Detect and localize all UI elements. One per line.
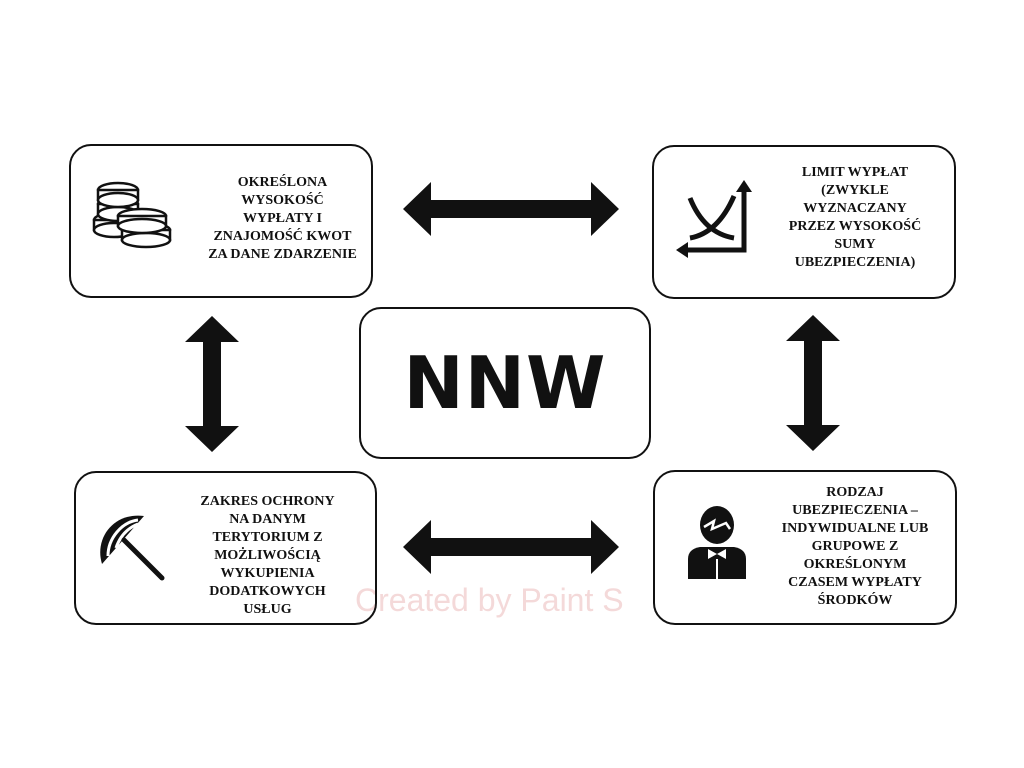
text-line: TERYTORIUM Z <box>212 530 323 545</box>
text-line: (ZWYKLE <box>821 183 889 198</box>
text-line: WYZNACZANY <box>803 201 907 216</box>
text-line: OKREŚLONA <box>237 175 328 190</box>
double-arrow-horizontal-bottom <box>403 520 619 574</box>
text-line: ZA DANE ZDARZENIE <box>208 247 357 262</box>
umbrella-icon <box>100 515 165 581</box>
double-arrow-vertical-left <box>185 316 239 452</box>
person-icon <box>688 506 746 579</box>
text-line: DODATKOWYCH <box>209 584 326 599</box>
box-fixed-payout <box>69 144 373 298</box>
watermark: Created by Paint S <box>355 582 624 618</box>
text-line: WYSOKOŚĆ <box>241 193 324 208</box>
box-payout-limit <box>652 145 956 299</box>
box-text: OKREŚLONA WYSOKOŚĆ WYPŁATY I ZNAJOMOŚĆ K… <box>180 174 385 264</box>
text-line: GRUPOWE Z <box>811 539 899 554</box>
text-line: PRZEZ WYSOKOŚĆ <box>788 219 922 234</box>
center-title: NNW <box>403 341 607 425</box>
text-line: INDYWIDUALNE LUB <box>781 521 929 536</box>
coins-icon <box>92 181 172 249</box>
text-line: UBEZPIECZENIA) <box>794 255 916 270</box>
text-line: ŚRODKÓW <box>817 593 893 608</box>
text-line: SUMY <box>834 237 876 252</box>
box-coverage-scope <box>74 471 377 625</box>
text-line: ZNAJOMOŚĆ KWOT <box>213 229 352 244</box>
box-insurance-type <box>653 470 957 625</box>
text-line: OKREŚLONYM <box>803 557 907 572</box>
text-line: WYPŁATY I <box>243 211 322 226</box>
text-line: CZASEM WYPŁATY <box>788 575 922 590</box>
center-box: NNW <box>359 307 651 459</box>
box-text: ZAKRES OCHRONY NA DANYM TERYTORIUM Z MOŻ… <box>180 493 355 619</box>
text-line: ZAKRES OCHRONY <box>200 494 335 509</box>
chart-curves-icon <box>676 180 752 258</box>
text-line: USŁUG <box>243 602 292 617</box>
text-line: UBEZPIECZENIA – <box>792 503 918 518</box>
text-line: WYKUPIENIA <box>220 566 315 581</box>
double-arrow-horizontal-top <box>403 182 619 236</box>
text-line: NA DANYM <box>229 512 306 527</box>
text-line: MOŻLIWOŚCIĄ <box>214 548 321 563</box>
double-arrow-vertical-right <box>786 315 840 451</box>
box-text: LIMIT WYPŁAT (ZWYKLE WYZNACZANY PRZEZ WY… <box>760 164 950 272</box>
text-line: RODZAJ <box>826 485 884 500</box>
text-line: LIMIT WYPŁAT <box>801 165 909 180</box>
box-text: RODZAJ UBEZPIECZENIA – INDYWIDUALNE LUB … <box>760 484 950 610</box>
